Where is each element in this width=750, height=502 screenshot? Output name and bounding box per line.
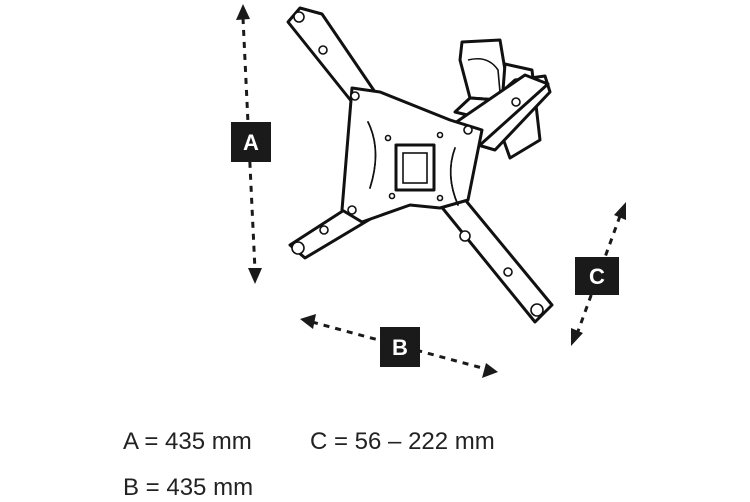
svg-text:C: C bbox=[589, 264, 605, 289]
legend-a: A = 435 mm bbox=[123, 428, 252, 455]
dimension-a-arrow bbox=[236, 4, 262, 284]
legend-b: B = 435 mm bbox=[123, 474, 254, 501]
dimension-b-label: B bbox=[380, 327, 420, 367]
dimension-b-arrow bbox=[300, 314, 498, 378]
dimension-c-label: C bbox=[575, 257, 619, 295]
svg-text:A: A bbox=[243, 130, 259, 155]
svg-text:B: B bbox=[392, 335, 408, 360]
mount-plate bbox=[286, 6, 554, 324]
dimension-a-label: A bbox=[231, 122, 271, 162]
legend-c: C = 56 – 222 mm bbox=[310, 428, 495, 455]
